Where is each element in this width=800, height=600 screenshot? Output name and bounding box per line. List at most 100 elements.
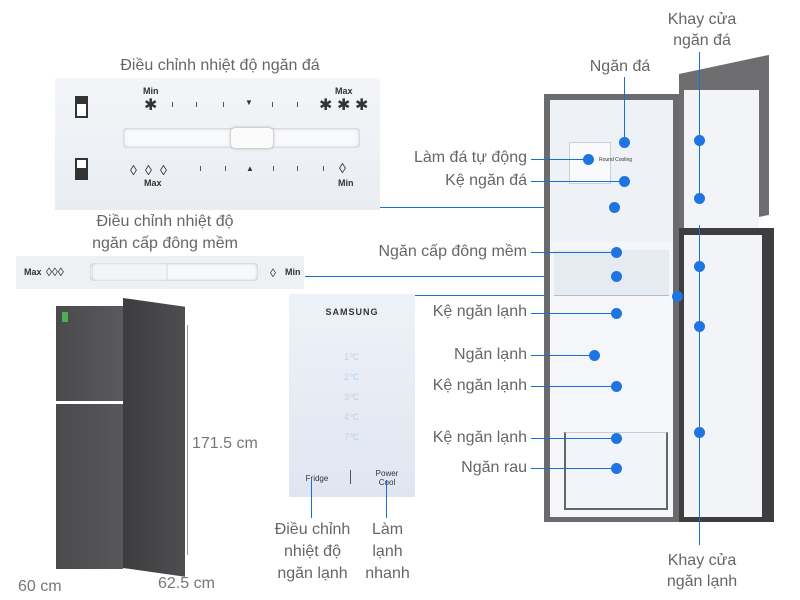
- fridge-max-label: Max: [144, 178, 162, 188]
- callout-dot: [583, 154, 594, 165]
- caption-power-2: lạnh: [372, 543, 403, 560]
- height-dimension: 171.5 cm: [192, 435, 258, 452]
- drop-icon: ◊: [130, 162, 137, 178]
- leader-line: [699, 225, 700, 545]
- depth-dimension: 62.5 cm: [158, 575, 215, 592]
- callout-freezer-shelf: Kệ ngăn đá: [445, 172, 527, 189]
- soft-freeze-slider-thumb[interactable]: [92, 263, 168, 281]
- scale-tick: [273, 166, 274, 171]
- caption-fridge-1: Điều chỉnh: [274, 521, 351, 538]
- leader-line: [531, 386, 615, 387]
- leader-line: [531, 468, 615, 469]
- callout-dot: [694, 321, 705, 332]
- brand-logo: SAMSUNG: [325, 307, 379, 317]
- leader-line: [305, 276, 616, 277]
- caption-fridge-3: ngăn lạnh: [277, 565, 348, 582]
- callout-dot: [694, 193, 705, 204]
- drop-icon: ◊: [339, 160, 346, 176]
- temp-2: 2℃: [344, 372, 360, 382]
- drop-icon: ◊: [145, 162, 152, 178]
- callout-fridge-shelf-3: Kệ ngăn lạnh: [432, 429, 527, 446]
- callout-dot: [611, 433, 622, 444]
- leader-line: [380, 207, 612, 208]
- power-cool-button-2[interactable]: Cool: [367, 478, 407, 487]
- leader-line: [311, 480, 312, 518]
- callout-dot: [609, 202, 620, 213]
- fridge-button[interactable]: Fridge: [305, 474, 329, 483]
- temp-7: 7℃: [344, 432, 360, 442]
- scale-tick: [223, 102, 224, 107]
- callout-freezer-door-tray-2: ngăn đá: [673, 32, 731, 49]
- caption-power-1: Làm: [371, 521, 404, 538]
- callout-dot: [611, 308, 622, 319]
- drop-icon: ◊: [160, 162, 167, 178]
- leader-line: [386, 480, 387, 518]
- freezer-mode-icon: [75, 96, 88, 118]
- power-cool-button-1[interactable]: Power: [375, 469, 399, 478]
- snowflake-icon: ✱: [337, 97, 351, 114]
- scale-tick: [297, 166, 298, 171]
- leader-line: [531, 313, 615, 314]
- fridge-min-label: Min: [338, 178, 354, 188]
- callout-fridge-door-tray-2: ngăn lạnh: [666, 573, 738, 590]
- snowflake-icon: ✱: [355, 97, 369, 114]
- callout-ice-maker: Làm đá tự động: [413, 149, 527, 166]
- callout-dot: [619, 137, 630, 148]
- callout-dot: [619, 176, 630, 187]
- snowflake-icon: ✱: [144, 97, 158, 114]
- leader-line: [624, 77, 625, 140]
- leader-line: [531, 438, 615, 439]
- callout-dot: [611, 381, 622, 392]
- freezer-max-label: Max: [335, 86, 353, 96]
- scale-tick: [225, 166, 226, 171]
- callout-fridge-shelf-2: Kệ ngăn lạnh: [432, 377, 527, 394]
- soft-freeze-panel: Max ◊◊◊ ◊ Min: [16, 256, 304, 289]
- fridge-interior-image: Round Cooling: [544, 54, 774, 540]
- scale-tick: [323, 166, 324, 171]
- leader-line: [531, 252, 615, 253]
- scale-tick: [196, 102, 197, 107]
- callout-dot: [611, 463, 622, 474]
- callout-fridge-shelf-1: Kệ ngăn lạnh: [432, 303, 527, 320]
- callout-dot: [694, 427, 705, 438]
- round-cooling-text: Round Cooling: [599, 157, 633, 163]
- scale-tick: [297, 102, 298, 107]
- caption-fridge-2: nhiệt độ: [284, 543, 341, 560]
- caption-power-3: nhanh: [365, 565, 410, 582]
- callout-dot: [694, 135, 705, 146]
- leader-line: [531, 355, 593, 356]
- callout-dot: [611, 271, 622, 282]
- temp-4: 4℃: [344, 412, 360, 422]
- soft-max-label: Max: [24, 267, 42, 277]
- callout-freezer-compartment: Ngăn đá: [589, 58, 651, 75]
- soft-min-label: Min: [285, 267, 301, 277]
- bottom-marker: ▲: [246, 164, 254, 173]
- soft-freeze-title-2: ngăn cấp đông mềm: [92, 235, 238, 252]
- scale-tick: [200, 166, 201, 171]
- leader-line: [531, 159, 587, 160]
- freezer-control-title: Điều chỉnh nhiệt độ ngăn đá: [120, 57, 320, 74]
- callout-freezer-door-tray-1: Khay cửa: [667, 11, 737, 28]
- freezer-min-label: Min: [143, 86, 159, 96]
- callout-dot: [694, 261, 705, 272]
- callout-dot: [589, 350, 600, 361]
- leader-line: [531, 181, 623, 182]
- freezer-slider-thumb[interactable]: [231, 128, 273, 148]
- callout-vegetable-drawer: Ngăn rau: [461, 459, 527, 476]
- scale-tick: [172, 102, 173, 107]
- width-dimension: 60 cm: [18, 578, 62, 595]
- callout-soft-freeze: Ngăn cấp đông mềm: [378, 243, 527, 260]
- callout-fridge-door-tray-1: Khay cửa: [667, 552, 737, 569]
- fridge-mode-icon: [75, 158, 88, 180]
- height-arrow: [187, 325, 188, 555]
- freezer-control-panel: Min ✱ ▼ Max ✱ ✱ ✱ ◊ ◊ ◊ Max ▲ ◊ Min: [55, 78, 380, 210]
- leader-line: [699, 52, 700, 201]
- temp-1: 1℃: [344, 352, 360, 362]
- callout-dot: [611, 247, 622, 258]
- snowflake-icon: ✱: [319, 97, 333, 114]
- temp-3: 3℃: [344, 392, 360, 402]
- callout-dot: [672, 291, 683, 302]
- drop-icon: ◊◊◊: [46, 265, 64, 279]
- callout-fridge-compartment: Ngăn lạnh: [454, 346, 527, 363]
- top-marker: ▼: [245, 98, 253, 107]
